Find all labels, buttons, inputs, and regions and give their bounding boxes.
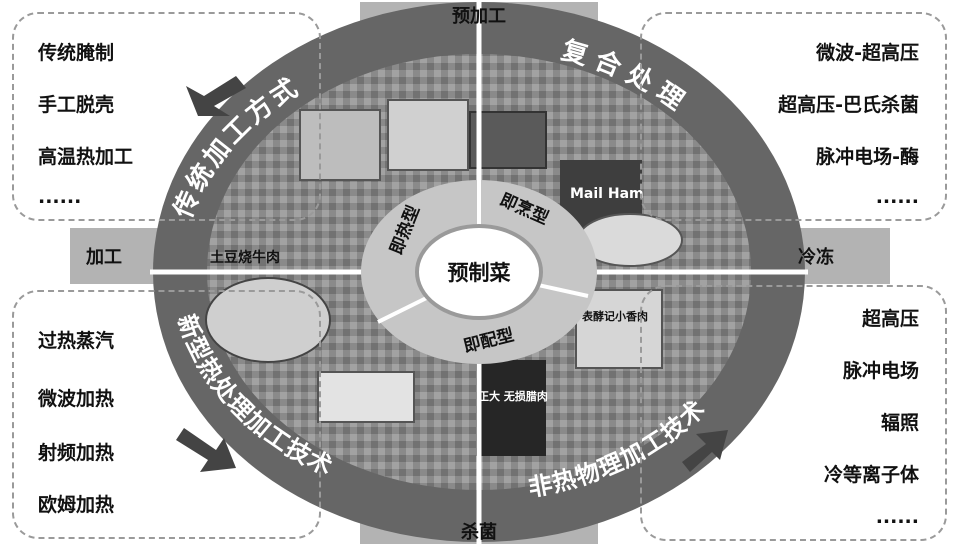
list-item-ohmic-heating: 欧姆加热 xyxy=(38,494,115,516)
tab-label-sterilize: 杀菌 xyxy=(461,521,497,543)
photo-text-potato-beef: 土豆烧牛肉 xyxy=(210,249,280,266)
list-item-hpp-pasteur: 超高压-巴氏杀菌 xyxy=(778,94,919,116)
list-item-rf-heating: 射频加热 xyxy=(38,442,115,464)
list-box-traditional xyxy=(12,12,321,221)
list-box-nonthermal xyxy=(640,285,947,541)
photo-placeholders xyxy=(205,99,683,456)
photo-box-bottom xyxy=(476,360,546,456)
list-item-microwave-hpp: 微波-超高压 xyxy=(816,42,919,64)
list-item-more-tl: ...... xyxy=(38,186,82,208)
photo-text-mail-ham: Mail Ham xyxy=(570,186,644,202)
photo-box-top-left xyxy=(299,109,381,181)
list-item-pef-enzyme: 脉冲电场-酶 xyxy=(816,146,919,168)
list-box-composite xyxy=(640,12,947,221)
photo-box-top-right xyxy=(469,111,547,169)
arrow-icon-top-left xyxy=(186,76,246,116)
center-label: 预制菜 xyxy=(448,261,511,285)
list-item-irradiation: 辐照 xyxy=(880,412,919,434)
list-item-hpp: 超高压 xyxy=(861,308,919,330)
list-item-high-temp: 高温热加工 xyxy=(38,146,134,168)
center-circle xyxy=(415,224,543,320)
list-item-cold-plasma: 冷等离子体 xyxy=(823,464,919,486)
list-item-more-br: ...... xyxy=(875,506,919,528)
tab-label-preprocess: 预加工 xyxy=(452,6,506,27)
list-item-superheated-steam: 过热蒸汽 xyxy=(38,330,115,352)
tab-left-shape xyxy=(70,228,172,284)
arrow-icon-bottom-right xyxy=(682,430,728,472)
list-item-more-tr: ...... xyxy=(875,186,919,208)
arrow-icon-bottom-left xyxy=(176,428,236,472)
tab-label-process: 加工 xyxy=(85,247,122,268)
tab-right-shape xyxy=(786,228,890,284)
photo-text-bacon: 正大 无损腊肉 xyxy=(478,389,548,403)
list-item-pef: 脉冲电场 xyxy=(842,360,919,382)
list-item-microwave-heating: 微波加热 xyxy=(38,388,115,410)
photo-box-bottom-left xyxy=(317,371,415,423)
photo-box-top xyxy=(387,99,469,171)
list-item-manual-shelling: 手工脱壳 xyxy=(38,94,115,116)
tab-label-freeze: 冷冻 xyxy=(798,246,834,268)
list-item-traditional-pickling: 传统腌制 xyxy=(38,42,115,64)
list-box-thermal xyxy=(12,290,321,539)
photo-text-xiangrou: 表酵记小香肉 xyxy=(581,309,648,323)
